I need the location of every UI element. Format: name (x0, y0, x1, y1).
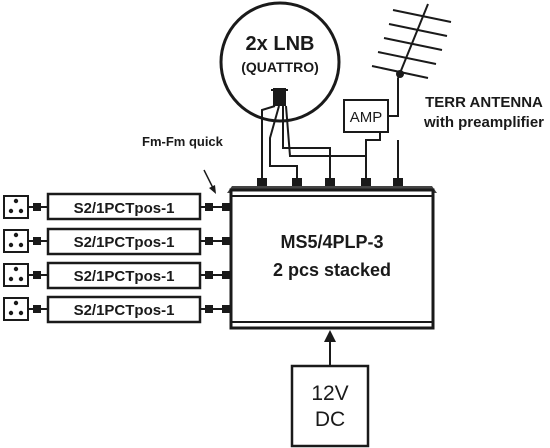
amp-label: AMP (350, 109, 383, 126)
outlet-label-2: S2/1PCTpos-1 (74, 234, 175, 251)
power-type: DC (315, 408, 345, 431)
multiswitch-box: MS5/4PLP-3 2 pcs stacked (227, 186, 437, 330)
multiswitch-title: MS5/4PLP-3 (280, 232, 383, 252)
lnb-title: 2x LNB (246, 33, 315, 55)
lnb-subtitle: (QUATTRO) (241, 59, 319, 75)
output-row-3: S2/1PCTpos-1 (3, 261, 231, 290)
output-row-1: S2/1PCTpos-1 (3, 192, 231, 221)
output-row-2: S2/1PCTpos-1 (3, 227, 231, 256)
outlet-label-3: S2/1PCTpos-1 (74, 268, 175, 285)
multiswitch-subtitle: 2 pcs stacked (273, 260, 391, 280)
antenna-subtitle: with preamplifier (423, 114, 544, 131)
cable-note: Fm-Fm quick (142, 134, 224, 149)
outlet-label-1: S2/1PCTpos-1 (74, 200, 175, 217)
output-row-4: S2/1PCTpos-1 (3, 295, 231, 324)
lnb-dish: 2x LNB (QUATTRO) (219, 1, 341, 123)
amp-box: AMP (343, 99, 389, 133)
input-connectors (257, 178, 403, 186)
antenna-title: TERR ANTENNA (425, 94, 543, 111)
output-rows: S2/1PCTpos-1 S2/1PCTpos-1 S2/1PCTpos-1 (3, 192, 231, 324)
lnb-head (273, 88, 286, 106)
power-voltage: 12V (311, 382, 348, 405)
terr-antenna-icon (371, 3, 452, 112)
outlet-label-4: S2/1PCTpos-1 (74, 302, 175, 319)
lnb-cables (261, 105, 399, 180)
power-supply-box: 12V DC (290, 330, 370, 448)
